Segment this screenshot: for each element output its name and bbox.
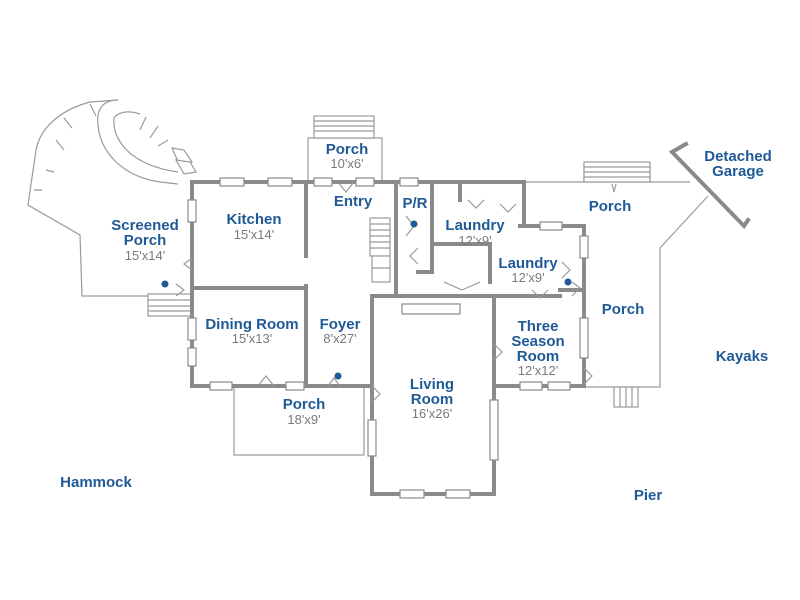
foyer-dim: 8'x27' — [323, 331, 356, 346]
three-season-line3: Room — [517, 348, 560, 365]
dining-name: Dining Room — [205, 316, 298, 333]
doors — [175, 181, 593, 403]
garage-line1: Detached — [704, 148, 772, 165]
laundry1-name: Laundry — [445, 217, 505, 234]
kitchen-dim: 15'x14' — [234, 227, 274, 242]
porch-bottom-name: Porch — [283, 396, 326, 413]
laundry2-name: Laundry — [498, 255, 558, 272]
outdoor-labels: Kayaks Hammock Pier — [60, 348, 768, 504]
living-line2: Room — [411, 391, 454, 408]
dining-dim: 15'x13' — [232, 331, 272, 346]
hammock-label: Hammock — [60, 474, 132, 491]
screened-porch-outline — [27, 99, 179, 297]
curved-steps — [170, 147, 197, 175]
kitchen-name: Kitchen — [226, 211, 281, 228]
windows — [187, 177, 589, 499]
stairs — [147, 115, 651, 408]
foyer-name: Foyer — [320, 316, 361, 333]
screened-line1: Screened — [111, 217, 179, 234]
room-labels: Porch 10'x6' Entry P/R Laundry 12'x9' La… — [111, 141, 772, 427]
porch-arrow — [611, 183, 617, 193]
three-season-line1: Three — [518, 318, 559, 335]
detached-garage-walls — [668, 141, 751, 230]
top-porch-steps — [313, 115, 375, 139]
right-porch-steps — [583, 161, 651, 183]
porch-right-name: Porch — [589, 198, 632, 215]
three-season-line2: Season — [511, 333, 564, 350]
screened-line2: Porch — [124, 232, 167, 249]
screened-dim: 15'x14' — [125, 248, 165, 263]
three-season-dim: 12'x12' — [518, 363, 558, 378]
laundry2-dim: 12'x9' — [511, 270, 544, 285]
laundry1-dim: 12'x9' — [458, 233, 491, 248]
screened-porch-steps — [147, 293, 193, 317]
living-dim: 16'x26' — [412, 406, 452, 421]
pr-name: P/R — [402, 195, 427, 212]
living-line1: Living — [410, 376, 454, 393]
porch-top-dim: 10'x6' — [330, 156, 363, 171]
porch-bottom-dim: 18'x9' — [287, 412, 320, 427]
entry-name: Entry — [334, 193, 373, 210]
kayaks-label: Kayaks — [716, 348, 769, 365]
garage-line2: Garage — [712, 163, 764, 180]
interior-staircase — [369, 217, 391, 283]
pier-label: Pier — [634, 487, 663, 504]
porch-top-name: Porch — [326, 141, 369, 158]
door-markers — [161, 220, 572, 380]
lower-right-steps — [613, 386, 639, 408]
porch-right2-name: Porch — [602, 301, 645, 318]
